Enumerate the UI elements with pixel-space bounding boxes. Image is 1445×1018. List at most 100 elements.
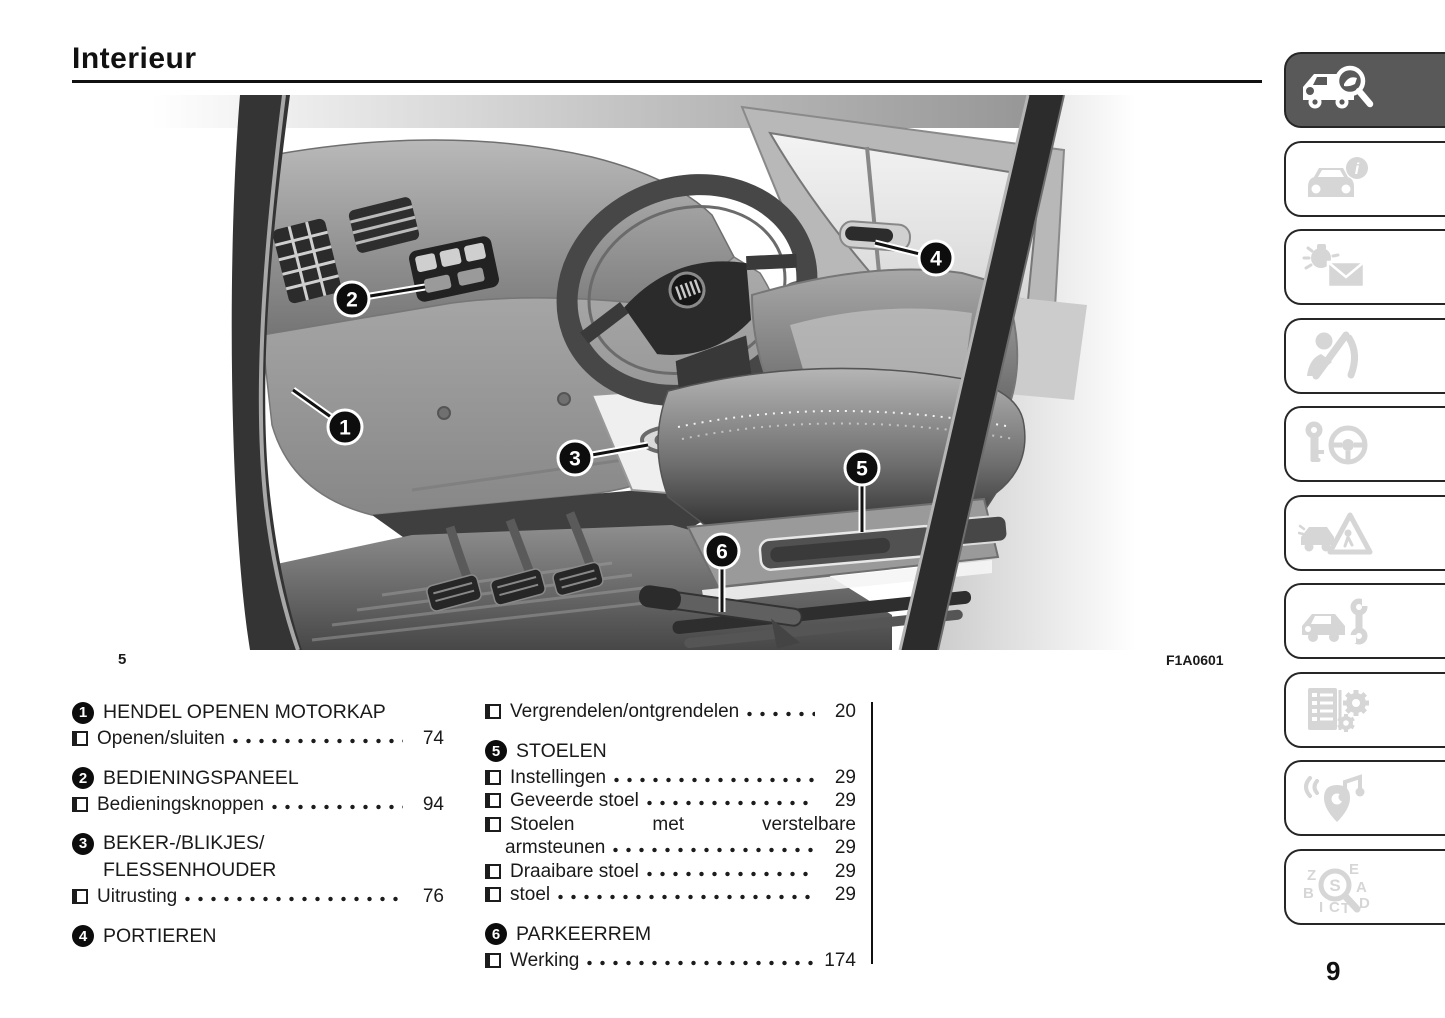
control-panel <box>409 236 499 302</box>
callout-marker: 6 <box>485 923 507 945</box>
index-section-seats: 5 STOELEN Instellingen 29 Geveerde stoel… <box>485 739 856 907</box>
index-section-doors-continued: Vergrendelen/ontgrendelen 20 <box>485 700 856 724</box>
car-wrench-icon <box>1302 598 1371 645</box>
dot-leader <box>747 711 815 717</box>
entry-label: Stoelen met verstelbare <box>510 813 856 835</box>
index-entry: armsteunen 29 <box>485 836 856 860</box>
svg-text:Z: Z <box>1307 867 1316 884</box>
index-entry: Geveerde stoel 29 <box>485 789 856 813</box>
section-title: HENDEL OPENEN MOTORKAP <box>103 701 386 723</box>
tab-vehicle-overview[interactable] <box>1284 52 1445 128</box>
seat-cushion <box>657 367 1026 544</box>
entry-label: Geveerde stoel <box>510 790 639 811</box>
svg-text:C: C <box>1329 899 1340 914</box>
entry-label: stoel <box>510 884 551 905</box>
entry-label: Vergrendelen/ontgrendelen <box>510 701 740 722</box>
entry-page: 29 <box>834 837 856 858</box>
square-bullet-icon <box>72 796 88 812</box>
air-vent <box>272 218 342 304</box>
callout-6: 6 <box>703 532 741 612</box>
column-divider <box>871 702 873 964</box>
cab-top-band <box>152 95 1102 128</box>
parking-brake <box>638 585 803 649</box>
svg-text:3: 3 <box>569 448 581 471</box>
callout-marker: 3 <box>72 832 94 855</box>
square-bullet-icon <box>485 769 501 785</box>
b-pillar <box>900 95 1064 650</box>
driver-seat <box>638 268 1087 649</box>
svg-text:S: S <box>1329 876 1340 895</box>
entry-page: 94 <box>422 793 444 815</box>
air-vent-2 <box>348 197 420 253</box>
list-gears-icon <box>1308 687 1369 732</box>
dot-leader <box>558 894 815 900</box>
door-handle <box>838 220 912 252</box>
tab-technical-data[interactable] <box>1284 671 1445 748</box>
index-entry: Instellingen 29 <box>485 766 856 790</box>
callout-marker: 1 <box>72 701 94 724</box>
index-entry: Vergrendelen/ontgrendelen 20 <box>485 700 856 724</box>
square-bullet-icon <box>72 731 88 747</box>
callout-marker: 5 <box>485 740 507 762</box>
entry-label: Werking <box>510 949 580 971</box>
title-underline <box>72 80 1262 83</box>
square-bullet-icon <box>485 793 501 809</box>
entry-label: Instellingen <box>510 766 607 788</box>
index-entry: Stoelen met verstelbare <box>485 813 856 837</box>
index-entry: Uitrusting 76 <box>72 885 444 909</box>
entry-label: Openen/sluiten <box>97 728 225 749</box>
svg-text:2: 2 <box>346 289 358 312</box>
svg-text:i: i <box>1355 161 1360 178</box>
section-title: PARKEERREM <box>516 922 652 945</box>
square-bullet-icon <box>485 887 501 903</box>
entry-page: 29 <box>834 766 856 788</box>
index-section-hood-release: 1 HENDEL OPENEN MOTORKAP Openen/sluiten … <box>72 700 444 751</box>
index-entry: Draaibare stoel 29 <box>485 860 856 884</box>
section-title: STOELEN <box>516 739 607 762</box>
entry-page: 29 <box>834 884 856 905</box>
dot-leader <box>271 803 403 810</box>
tab-vehicle-info[interactable]: i <box>1284 140 1445 217</box>
pedals <box>426 511 604 612</box>
tab-emergency[interactable] <box>1284 494 1445 571</box>
dot-leader <box>646 870 815 877</box>
callout-marker: 2 <box>72 767 94 789</box>
entry-page: 76 <box>422 886 444 907</box>
dot-leader <box>587 959 815 966</box>
index-column-left: 1 HENDEL OPENEN MOTORKAP Openen/sluiten … <box>72 700 444 951</box>
gear-large <box>1343 689 1369 716</box>
entry-label: Bedieningsknoppen <box>97 793 264 815</box>
callout-marker: 4 <box>72 925 94 947</box>
section-title: BEKER-/BLIKJES/ <box>103 832 265 854</box>
index-section-parking-brake: 6 PARKEERREM Werking 174 <box>485 922 856 973</box>
entry-page: 29 <box>834 790 856 811</box>
callout-3: 3 <box>556 439 649 477</box>
index-section-cupholder: 3 BEKER-/BLIKJES/ FLESSENHOUDER Uitrusti… <box>72 831 444 909</box>
callout-4: 4 <box>874 239 955 277</box>
index-entry: Openen/sluiten 74 <box>72 727 444 751</box>
multimedia-nav-icon <box>1304 774 1365 822</box>
page-number: 9 <box>1326 956 1341 986</box>
figure-chapter-label: 5 <box>118 651 127 668</box>
entry-page: 20 <box>834 701 856 722</box>
entry-label: Draaibare stoel <box>510 860 639 882</box>
interior-illustration: 1 2 3 4 5 6 <box>152 95 1232 650</box>
entry-page: 174 <box>824 949 856 971</box>
tab-safety[interactable] <box>1284 317 1445 394</box>
tab-starting-driving[interactable] <box>1284 406 1445 482</box>
figure-code: F1A0601 <box>1166 652 1224 668</box>
tab-maintenance[interactable] <box>1284 583 1445 659</box>
svg-text:6: 6 <box>716 541 728 564</box>
tab-multimedia[interactable] <box>1284 760 1445 836</box>
callout-5: 5 <box>843 449 881 532</box>
page-title: Interieur <box>72 42 197 75</box>
svg-text:D: D <box>1359 895 1370 912</box>
section-title: PORTIEREN <box>103 924 217 947</box>
index-section-control-panel: 2 BEDIENINGSPANEEL Bedieningsknoppen 94 <box>72 766 444 817</box>
callout-1: 1 <box>290 387 364 446</box>
index-entry: Bedieningsknoppen 94 <box>72 793 444 817</box>
tab-warning-lights-messages[interactable] <box>1284 229 1445 305</box>
entry-page: 74 <box>422 728 444 749</box>
car-warning-triangle-icon <box>1298 512 1373 554</box>
